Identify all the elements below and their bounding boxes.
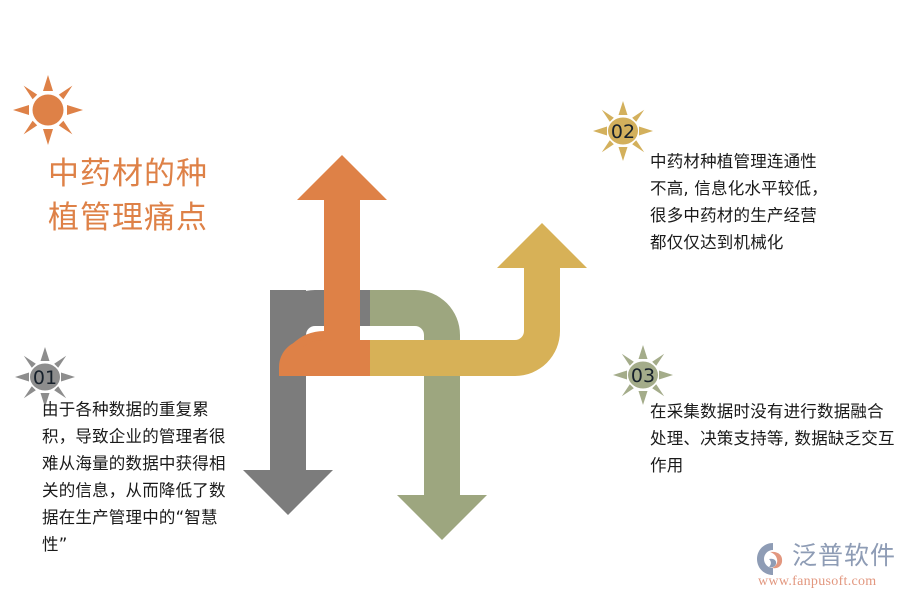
page-title: 中药材的种 植管理痛点	[48, 156, 208, 236]
bullet-text-02: 中药材种植管理连通性不高, 信息化水平较低，很多中药材的生产经营都仅仅达到机械化	[650, 152, 828, 252]
interlocking-arrows-diagram	[243, 155, 587, 540]
green-down-arrow	[370, 290, 487, 540]
sun-badge-icon: 03	[613, 345, 673, 405]
brand-logo: 泛普软件 www.fanpusoft.com	[756, 540, 896, 592]
bullet-number-02: 02	[611, 121, 635, 143]
brand-name: 泛普软件	[792, 541, 897, 570]
gold-up-arrow	[370, 223, 587, 376]
sun-badge-icon: 01	[15, 347, 75, 407]
bullet-text-01: 由于各种数据的重复累积，导致企业的管理者很难从海量的数据中获得相关的信息，从而降…	[42, 400, 226, 554]
orange-up-arrow	[279, 155, 387, 376]
sun-badge-icon: 02	[593, 101, 653, 161]
sun-icon	[13, 75, 83, 145]
fanpu-logo-icon	[757, 543, 783, 575]
bullet-text-03: 在采集数据时没有进行数据融合处理、决策支持等, 数据缺乏交互作用	[650, 402, 895, 475]
bullet-number-01: 01	[33, 367, 57, 389]
bullet-number-03: 03	[631, 365, 655, 387]
brand-url: www.fanpusoft.com	[758, 574, 877, 589]
